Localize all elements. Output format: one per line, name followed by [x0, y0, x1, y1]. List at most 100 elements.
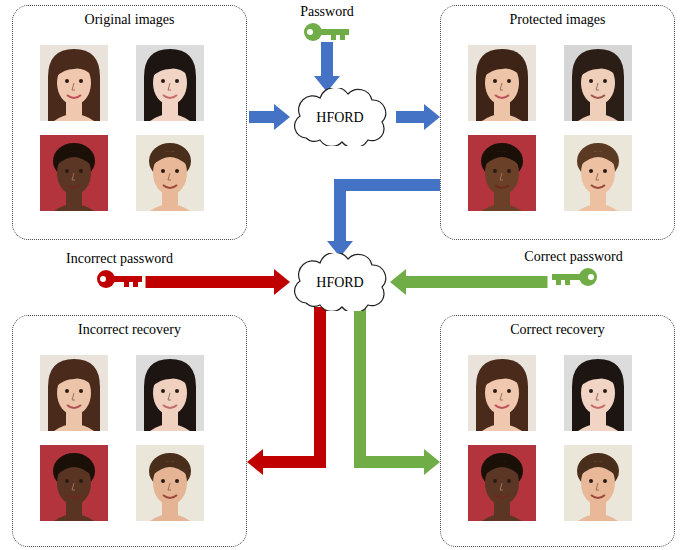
group-title: Original images: [85, 11, 175, 28]
face: [581, 461, 615, 505]
eye: [175, 479, 179, 483]
face: [581, 151, 615, 195]
image-group-box: Original images: [12, 5, 247, 240]
face-photo: [40, 45, 108, 121]
shoulders: [54, 424, 94, 431]
photo-background: [40, 355, 108, 431]
photo-background: [40, 135, 108, 211]
nose: [500, 83, 503, 90]
hair: [144, 359, 196, 431]
flow-arrow: [327, 185, 440, 257]
hairline: [153, 151, 187, 165]
mouth: [495, 405, 509, 408]
shoulders: [578, 204, 618, 211]
mouth: [67, 185, 81, 188]
mouth: [591, 495, 605, 498]
shoulders: [482, 514, 522, 521]
group-title: Protected images: [509, 11, 605, 28]
hair: [144, 49, 196, 121]
shoulders: [578, 514, 618, 521]
key-hole: [588, 274, 594, 280]
eye: [589, 389, 593, 393]
bangs: [580, 59, 616, 77]
key-icon: [96, 269, 144, 289]
key-label: Correct password: [524, 248, 622, 265]
hairline: [581, 461, 615, 475]
arrow-head: [247, 449, 263, 475]
face-photo: [40, 355, 108, 431]
face: [57, 151, 91, 195]
bangs: [56, 369, 92, 387]
eye: [79, 479, 83, 483]
eye: [589, 79, 593, 83]
key-head: [579, 268, 597, 286]
eye: [603, 479, 607, 483]
eye: [175, 79, 179, 83]
hair: [572, 49, 624, 121]
face-photo: [136, 355, 204, 431]
face-photo: [40, 445, 108, 521]
flow-arrow: [146, 269, 291, 295]
eye: [493, 169, 497, 173]
mouth: [591, 405, 605, 408]
nose: [168, 173, 171, 180]
eye: [161, 479, 165, 483]
flow-arrow: [249, 104, 290, 130]
eye: [79, 389, 83, 393]
face-photo: [564, 45, 632, 121]
mouth: [67, 95, 81, 98]
photo-background: [40, 445, 108, 521]
nose: [168, 483, 171, 490]
photo-background: [136, 445, 204, 521]
bangs: [56, 59, 92, 77]
face-photo: [468, 135, 536, 211]
eye: [161, 389, 165, 393]
key-icon: [303, 22, 351, 42]
arrow-shaft: [396, 111, 425, 123]
face: [485, 461, 519, 505]
photo-background: [564, 445, 632, 521]
key-tooth: [556, 279, 561, 285]
key-shape: [304, 23, 349, 41]
hair: [476, 49, 528, 121]
key-hole: [307, 29, 313, 35]
password-key: Incorrect password: [62, 250, 177, 289]
mouth: [163, 185, 177, 188]
face: [153, 151, 187, 195]
eye: [493, 479, 497, 483]
photo-background: [564, 355, 632, 431]
key-shape: [552, 268, 597, 286]
key-label: Incorrect password: [66, 250, 173, 267]
module-label: HFORD: [316, 109, 363, 126]
bangs: [152, 59, 188, 77]
face-photo: [136, 445, 204, 521]
flow-arrow: [390, 269, 548, 295]
face: [57, 461, 91, 505]
photo-background: [468, 45, 536, 121]
mouth: [163, 95, 177, 98]
hair: [572, 359, 624, 431]
nose: [596, 173, 599, 180]
eye: [603, 79, 607, 83]
photo-background: [468, 445, 536, 521]
nose: [500, 483, 503, 490]
eye: [507, 479, 511, 483]
key-head: [304, 23, 322, 41]
eye: [589, 169, 593, 173]
nose: [168, 83, 171, 90]
hairline: [57, 461, 91, 475]
eye: [493, 389, 497, 393]
bangs: [484, 369, 520, 387]
shoulders: [150, 424, 190, 431]
eye: [589, 479, 593, 483]
shoulders: [150, 204, 190, 211]
shoulders: [54, 204, 94, 211]
nose: [596, 83, 599, 90]
mouth: [67, 495, 81, 498]
shoulders: [578, 424, 618, 431]
nose: [168, 393, 171, 400]
bangs: [580, 369, 616, 387]
nose: [500, 173, 503, 180]
flow-arrow: [314, 42, 340, 92]
hairline: [485, 461, 519, 475]
